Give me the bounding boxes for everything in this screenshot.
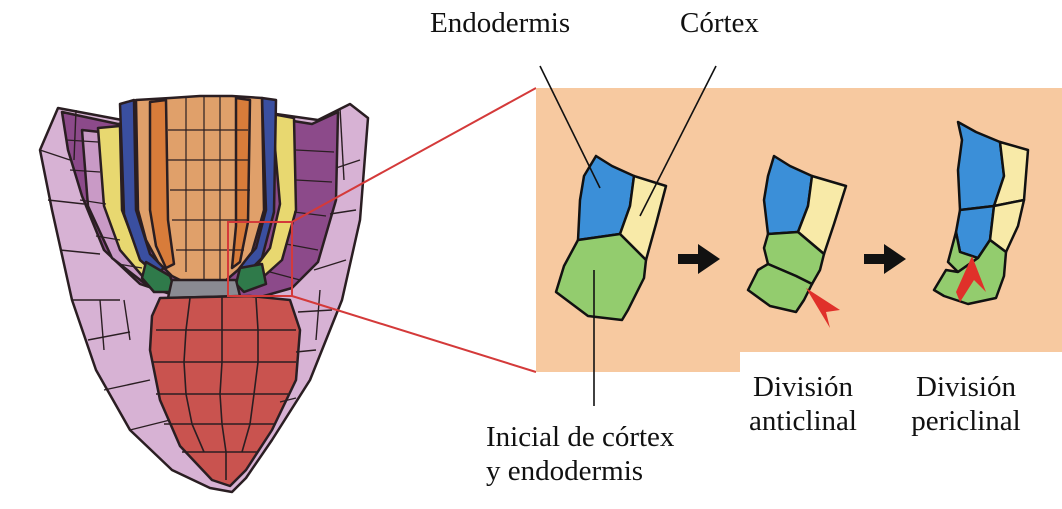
label-cortex: Córtex bbox=[680, 6, 759, 40]
label-initial-line1: Inicial de córtex bbox=[486, 420, 674, 454]
root-tip-illustration bbox=[40, 96, 368, 492]
label-anticlinal-line1: División bbox=[738, 370, 868, 404]
label-periclinal: División periclinal bbox=[896, 370, 1036, 438]
label-initial-line2: y endodermis bbox=[486, 454, 674, 488]
label-periclinal-line1: División bbox=[896, 370, 1036, 404]
label-anticlinal-line2: anticlinal bbox=[738, 404, 868, 438]
label-initial: Inicial de córtex y endodermis bbox=[486, 420, 674, 488]
label-periclinal-line2: periclinal bbox=[896, 404, 1036, 438]
label-anticlinal: División anticlinal bbox=[738, 370, 868, 438]
label-endodermis: Endodermis bbox=[430, 6, 570, 40]
